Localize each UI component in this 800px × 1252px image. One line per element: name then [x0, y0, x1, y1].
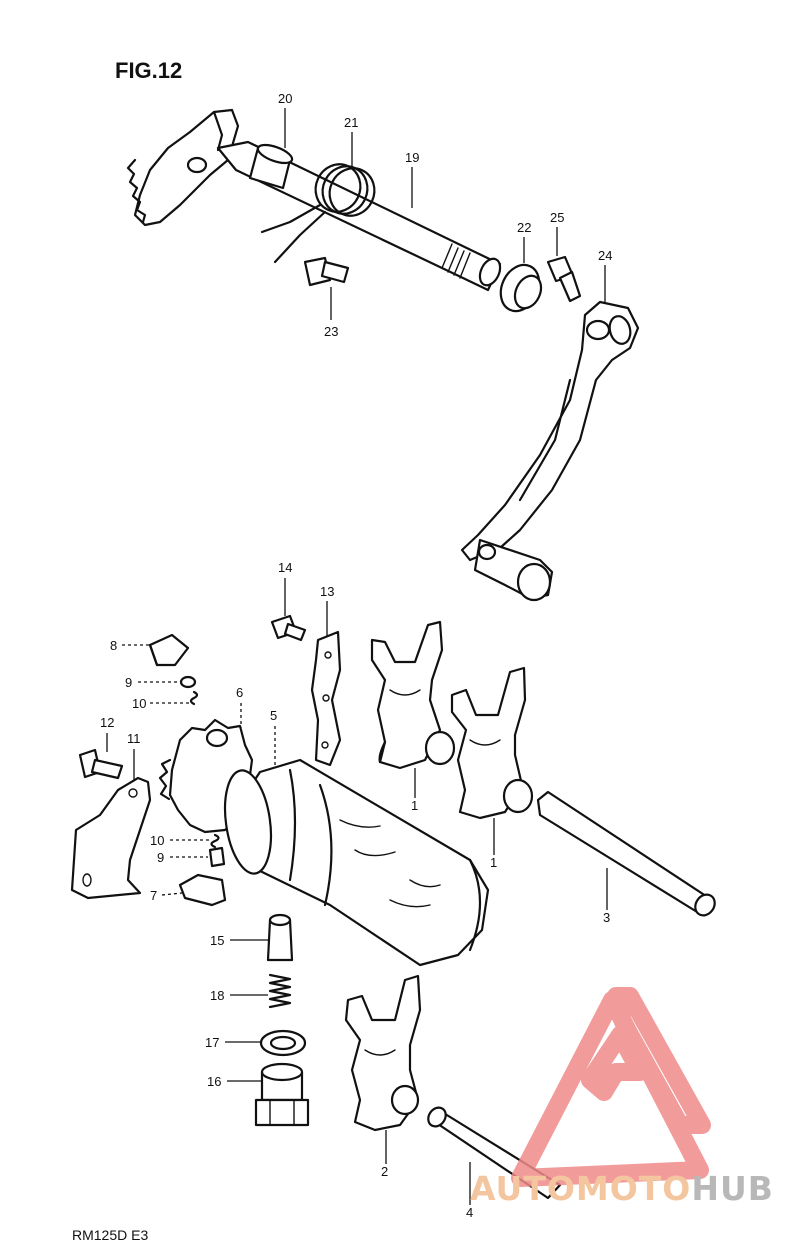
- callout-25: 25: [550, 210, 564, 225]
- part-14-screw: [270, 614, 307, 642]
- callout-1a: 1: [411, 798, 418, 813]
- callout-6: 6: [236, 685, 243, 700]
- automotohub-logo-icon: [511, 987, 711, 1187]
- part-1-shift-fork-a: [370, 620, 456, 770]
- callout-17: 17: [205, 1035, 219, 1050]
- part-9-pin-upper: [179, 675, 197, 689]
- watermark-hub: HUB: [691, 1169, 774, 1208]
- callout-2: 2: [381, 1164, 388, 1179]
- part-8-cam-stopper: [148, 633, 190, 667]
- part-11-bracket: [70, 776, 152, 900]
- callouts-upper: 20 21 19 22 25 24 23: [278, 91, 612, 339]
- callout-3: 3: [603, 910, 610, 925]
- part-10-spring-lower: [210, 833, 220, 849]
- part-3-fork-shaft: [536, 790, 716, 917]
- callout-12: 12: [100, 715, 114, 730]
- part-9-pin-lower: [208, 846, 226, 868]
- callout-14: 14: [278, 560, 292, 575]
- callout-11: 11: [127, 731, 141, 746]
- part-12-bolt: [78, 748, 124, 780]
- model-code: RM125D E3: [72, 1227, 148, 1243]
- callout-21: 21: [344, 115, 358, 130]
- callout-10a: 10: [132, 696, 146, 711]
- callout-15: 15: [210, 933, 224, 948]
- part-20-collar: [248, 143, 294, 190]
- part-16-plug: [254, 1062, 310, 1127]
- callout-23: 23: [324, 324, 338, 339]
- watermark-auto: AUTO: [470, 1169, 576, 1208]
- part-25-pinch-bolt: [546, 255, 582, 303]
- callout-22: 22: [517, 220, 531, 235]
- callout-20: 20: [278, 91, 292, 106]
- shift-drum-assembly: [70, 614, 716, 1200]
- callout-1b: 1: [490, 855, 497, 870]
- part-23-stopper-bolt: [303, 256, 350, 287]
- part-7-stopper: [178, 873, 227, 907]
- part-18-spring: [268, 973, 292, 1009]
- automotohub-watermark: AUTOMOTOHUB: [470, 987, 774, 1208]
- part-22-oil-seal: [499, 263, 543, 313]
- part-21-spring: [260, 163, 376, 264]
- gearshift-shaft-assembly: [126, 108, 640, 602]
- part-24-shift-lever: [460, 300, 640, 602]
- callout-5: 5: [270, 708, 277, 723]
- callout-24: 24: [598, 248, 612, 263]
- callout-8: 8: [110, 638, 117, 653]
- figure-title: FIG.12: [115, 58, 182, 83]
- part-13-plate: [310, 630, 342, 767]
- part-2-shift-fork: [344, 974, 422, 1132]
- part-10-spring-upper: [189, 690, 199, 706]
- callout-13: 13: [320, 584, 334, 599]
- callout-7: 7: [150, 888, 157, 903]
- callout-16: 16: [207, 1074, 221, 1089]
- callout-9a: 9: [125, 675, 132, 690]
- watermark-moto: MOTO: [576, 1169, 691, 1208]
- callout-19: 19: [405, 150, 419, 165]
- svg-text:AUTOMOTOHUB: AUTOMOTOHUB: [470, 1169, 774, 1208]
- part-15-pin: [266, 913, 294, 962]
- callout-9b: 9: [157, 850, 164, 865]
- callout-10b: 10: [150, 833, 164, 848]
- part-17-washer: [259, 1029, 307, 1057]
- part-5-shift-drum: [223, 758, 490, 967]
- callouts-lower: 14 13 8 9 10 6 5 12 11 10 9 7 1 1 3 15 1…: [100, 560, 610, 1220]
- part-1-shift-fork-b: [450, 666, 534, 820]
- callout-18: 18: [210, 988, 224, 1003]
- part-shift-sector-plate: [126, 108, 240, 227]
- callout-4: 4: [466, 1205, 473, 1220]
